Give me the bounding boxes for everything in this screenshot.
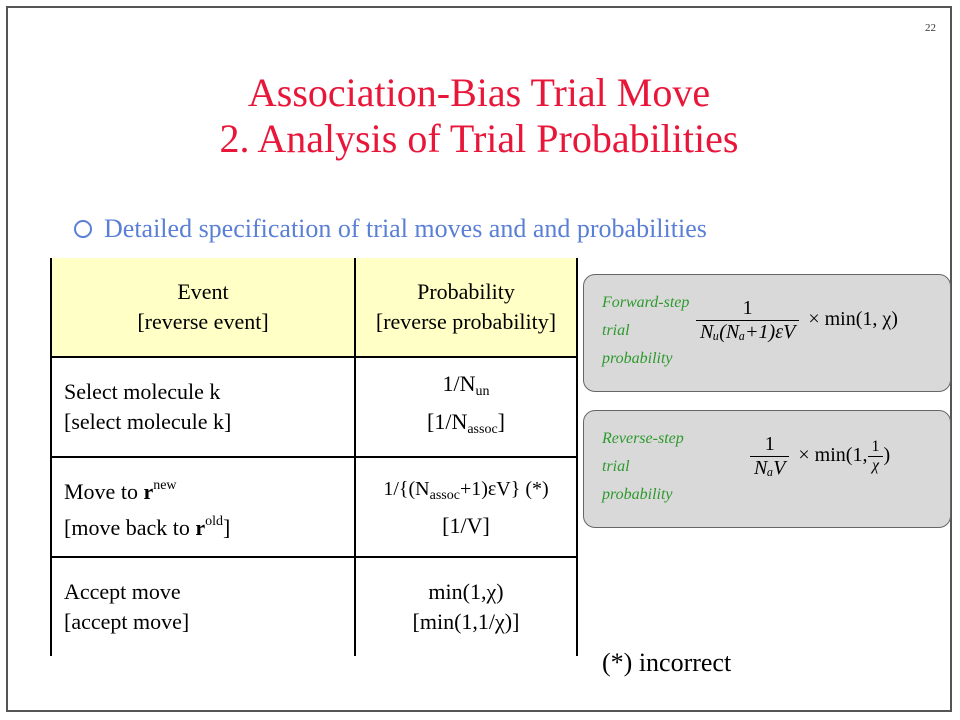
bullet-item: Detailed specification of trial moves an… xyxy=(74,214,707,244)
header-probability: Probability [reverse probability] xyxy=(375,279,557,334)
slide: 22 Association-Bias Trial Move 2. Analys… xyxy=(6,6,952,712)
title-line-2: 2. Analysis of Trial Probabilities xyxy=(219,116,739,161)
footnote: (*) incorrect xyxy=(602,648,732,677)
forward-step-label: Forward-step trial probability xyxy=(602,294,690,367)
page-number: 22 xyxy=(925,22,936,34)
bullet-text: Detailed specification of trial moves an… xyxy=(104,214,707,243)
table-row-3-event: Accept move [accept move] xyxy=(64,579,190,634)
table-row-2-probability: 1/{(Nassoc+1)εV} (*) [1/V] xyxy=(383,477,549,538)
probability-table: Event [reverse event] Probability [rever… xyxy=(50,258,578,656)
table-row-3-probability: min(1,χ) [min(1,1/χ)] xyxy=(412,579,520,634)
table-row-2-event: Move to rnew [move back to rold] xyxy=(64,478,231,540)
title-line-1: Association-Bias Trial Move xyxy=(247,70,711,115)
reverse-step-label: Reverse-step trial probability xyxy=(602,430,684,503)
table-row-1-probability: 1/Nun [1/Nassoc] xyxy=(427,371,505,437)
slide-title: Association-Bias Trial Move 2. Analysis … xyxy=(8,70,950,162)
table-header-background xyxy=(50,258,578,356)
header-event: Event [reverse event] xyxy=(137,279,269,334)
table-row-1-event: Select molecule k [select molecule k] xyxy=(64,379,232,434)
circle-bullet-icon xyxy=(74,220,92,238)
